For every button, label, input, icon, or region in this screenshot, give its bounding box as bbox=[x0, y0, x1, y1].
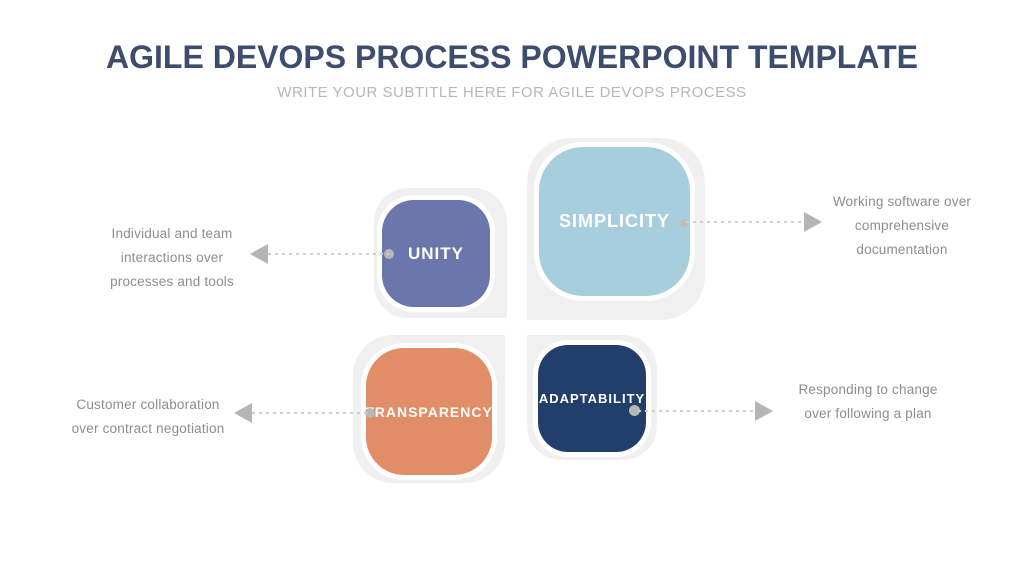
simplicity-card[interactable]: SIMPLICITY bbox=[539, 147, 690, 296]
transparency-arrowhead-icon bbox=[234, 403, 252, 423]
unity-connector-line bbox=[268, 253, 389, 255]
simplicity-connector-dot bbox=[680, 219, 688, 227]
simplicity-connector-line bbox=[686, 221, 804, 223]
simplicity-description[interactable]: Working software over comprehensive docu… bbox=[807, 190, 997, 262]
adaptability-card[interactable]: ADAPTABILITY bbox=[538, 345, 646, 452]
page-title[interactable]: AGILE DEVOPS PROCESS POWERPOINT TEMPLATE bbox=[106, 39, 918, 75]
unity-arrowhead-icon bbox=[250, 244, 268, 264]
transparency-connector-dot bbox=[365, 408, 375, 418]
description-line: over contract negotiation bbox=[71, 421, 225, 436]
adaptability-connector-dot bbox=[629, 405, 640, 416]
transparency-description[interactable]: Customer collaboration over contract neg… bbox=[53, 393, 243, 441]
description-line: interactions over bbox=[120, 250, 224, 265]
description-line: Individual and team bbox=[111, 226, 233, 241]
adaptability-description[interactable]: Responding to change over following a pl… bbox=[773, 378, 963, 426]
description-line: Responding to change bbox=[798, 382, 938, 397]
transparency-connector-line bbox=[252, 412, 370, 414]
description-line: over following a plan bbox=[804, 406, 932, 421]
description-line: comprehensive bbox=[854, 218, 950, 233]
unity-label: UNITY bbox=[408, 243, 464, 263]
simplicity-label: SIMPLICITY bbox=[558, 211, 670, 231]
page-subtitle[interactable]: WRITE YOUR SUBTITLE HERE FOR AGILE DEVOP… bbox=[277, 84, 747, 101]
simplicity-arrowhead-icon bbox=[804, 212, 822, 232]
description-line: Customer collaboration bbox=[76, 397, 220, 412]
unity-connector-dot bbox=[384, 249, 394, 259]
description-line: Working software over bbox=[832, 194, 972, 209]
unity-description[interactable]: Individual and team interactions over pr… bbox=[77, 222, 267, 294]
description-line: documentation bbox=[856, 242, 948, 257]
adaptability-label: ADAPTABILITY bbox=[538, 391, 646, 406]
transparency-card[interactable]: TRANSPARENCY bbox=[365, 348, 493, 475]
adaptability-connector-line bbox=[638, 410, 755, 412]
transparency-label: TRANSPARENCY bbox=[365, 403, 493, 420]
unity-card[interactable]: UNITY bbox=[382, 200, 490, 307]
description-line: processes and tools bbox=[110, 274, 234, 289]
adaptability-arrowhead-icon bbox=[755, 401, 773, 421]
